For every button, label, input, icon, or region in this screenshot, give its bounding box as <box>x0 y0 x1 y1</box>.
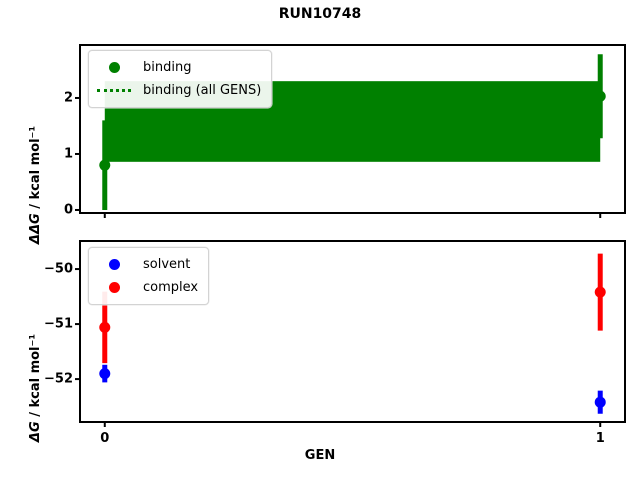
legend-item-solvent: solvent <box>97 253 198 276</box>
binding-marker-icon <box>108 62 120 73</box>
marker-binding-gen0 <box>99 159 111 171</box>
top-y-axis-label-math: ΔΔG <box>28 213 43 245</box>
legend-item-binding-all-gens: binding (all GENS) <box>97 79 261 102</box>
marker-complex-gen1 <box>594 286 606 298</box>
complex-marker-icon <box>108 282 120 293</box>
legend-label-solvent: solvent <box>143 257 191 272</box>
y-tick-label: −51 <box>44 316 73 332</box>
figure-title: RUN10748 <box>278 6 362 22</box>
y-tick-label: −52 <box>44 371 73 387</box>
legend-item-binding: binding <box>97 56 261 79</box>
bottom-y-axis-label-math: ΔG <box>28 421 43 443</box>
axes-frame <box>79 240 626 423</box>
marker-complex-gen0 <box>99 321 111 333</box>
x-axis-label: GEN <box>304 448 336 463</box>
y-tick-label: 0 <box>63 202 73 218</box>
bottom-y-axis-label: ΔG / kcal mol⁻¹ <box>28 334 43 442</box>
legend-label-binding: binding <box>143 60 192 75</box>
legend-label-complex: complex <box>143 280 199 295</box>
legend-label-binding-all-gens: binding (all GENS) <box>143 83 262 98</box>
legend-item-complex: complex <box>97 276 198 299</box>
bottom-legend: solvent complex <box>88 247 210 305</box>
solvent-marker-icon <box>108 259 120 270</box>
x-tick-label: 0 <box>100 431 110 446</box>
dotted-line-icon <box>97 89 131 92</box>
y-tick-label: −50 <box>44 261 73 277</box>
y-tick-label: 2 <box>63 90 73 106</box>
x-tick-label: 1 <box>595 431 605 446</box>
top-y-axis-label-units: / kcal mol⁻¹ <box>28 125 43 214</box>
marker-solvent-gen1 <box>594 396 606 408</box>
y-tick-label: 1 <box>63 146 73 162</box>
top-y-axis-label: ΔΔG / kcal mol⁻¹ <box>28 126 43 244</box>
top-legend: binding binding (all GENS) <box>88 50 273 108</box>
marker-solvent-gen0 <box>99 368 111 380</box>
axes-frame <box>79 44 626 214</box>
